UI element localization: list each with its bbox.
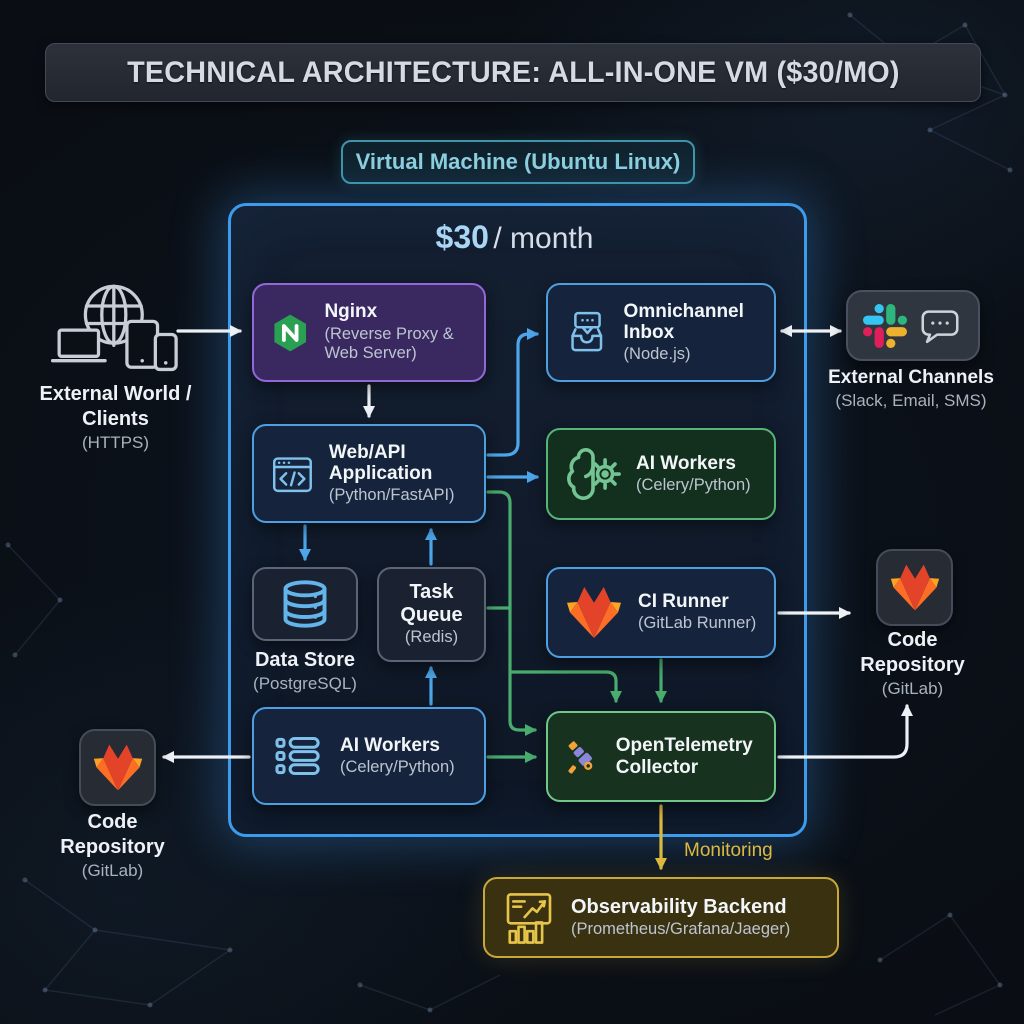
- label-title: External Channels: [828, 367, 994, 388]
- node-ai-workers-green: AI Workers (Celery/Python): [546, 428, 776, 520]
- node-webapi-application: Web/API Application (Python/FastAPI): [252, 424, 486, 523]
- slack-logo-icon: [863, 303, 907, 348]
- code-repo-right-box: [876, 549, 953, 626]
- label-subtitle: (Slack, Email, SMS): [835, 390, 987, 410]
- line-webapi-telemetry: [486, 490, 537, 736]
- label-title: Code Repository: [60, 811, 165, 858]
- code-repo-right-label: Code Repository (GitLab): [845, 628, 980, 699]
- chat-bubble-icon: [921, 309, 959, 343]
- node-title: OpenTelemetry Collector: [615, 735, 753, 778]
- node-nginx: Nginx (Reverse Proxy & Web Server): [252, 283, 486, 382]
- external-channels-label: External Channels (Slack, Email, SMS): [828, 366, 994, 411]
- price-suffix: / month: [493, 222, 594, 255]
- label-subtitle: (GitLab): [81, 861, 144, 880]
- code-repo-left-box: [79, 729, 156, 806]
- arrow-otel-to-repo-right: [777, 704, 913, 759]
- arrow-webapi-to-omnichannel: [486, 328, 539, 457]
- node-subtitle: (Celery/Python): [340, 757, 455, 776]
- node-ai-workers-blue: AI Workers (Celery/Python): [252, 707, 486, 805]
- gitlab-logo-icon: [890, 564, 939, 611]
- node-data-store: [252, 567, 358, 641]
- node-title: AI Workers: [636, 452, 736, 474]
- node-title: Observability Backend: [571, 895, 787, 918]
- nginx-logo-icon: [274, 314, 307, 351]
- gitlab-logo-icon: [93, 744, 142, 791]
- label-title: Code Repository: [860, 629, 965, 676]
- diagram-title-bar: TECHNICAL ARCHITECTURE: ALL-IN-ONE VM ($…: [45, 43, 981, 102]
- external-clients-label: External World / Clients (HTTPS): [28, 382, 203, 453]
- node-subtitle: (Redis): [404, 628, 459, 647]
- label-title: External World / Clients: [39, 383, 192, 430]
- node-title: AI Workers: [340, 734, 440, 756]
- node-ci-runner: CI Runner (GitLab Runner): [546, 567, 776, 658]
- node-subtitle: (Node.js): [623, 345, 691, 364]
- database-icon: [283, 580, 327, 628]
- data-store-label: Data Store (PostgreSQL): [237, 648, 373, 694]
- brain-gear-icon: [567, 448, 621, 500]
- node-subtitle: (Celery/Python): [636, 475, 751, 494]
- task-list-icon: [275, 736, 320, 776]
- line-telemetry-branch-top: [508, 670, 622, 703]
- diagram-title: TECHNICAL ARCHITECTURE: ALL-IN-ONE VM ($…: [126, 55, 900, 89]
- dashboard-chart-icon: [506, 892, 552, 944]
- label-subtitle: (PostgreSQL): [253, 674, 357, 693]
- node-task-queue: Task Queue (Redis): [377, 567, 486, 662]
- inbox-chat-icon: [571, 311, 603, 351]
- globe-devices-icon: [50, 284, 178, 372]
- vm-badge: Virtual Machine (Ubuntu Linux): [341, 140, 695, 184]
- node-subtitle: (GitLab Runner): [638, 614, 757, 633]
- node-observability-backend: Observability Backend (Prometheus/Grafan…: [483, 877, 839, 958]
- monitoring-label: Monitoring: [684, 840, 773, 861]
- price-value: $30: [435, 219, 489, 255]
- node-subtitle: (Prometheus/Grafana/Jaeger): [571, 919, 791, 938]
- vm-price: $30 / month: [228, 219, 801, 256]
- browser-code-icon: [272, 456, 312, 492]
- node-omnichannel-inbox: Omnichannel Inbox (Node.js): [546, 283, 776, 382]
- gitlab-logo-icon: [567, 587, 621, 638]
- node-subtitle: (Reverse Proxy & Web Server): [324, 324, 454, 363]
- node-title: CI Runner: [638, 591, 729, 613]
- node-title: Omnichannel Inbox: [623, 300, 744, 343]
- node-title: Nginx: [324, 301, 378, 323]
- node-subtitle: (Python/FastAPI): [328, 486, 455, 505]
- external-channels-box: [846, 290, 980, 361]
- label-subtitle: (GitLab): [881, 679, 944, 698]
- label-title: Data Store: [254, 649, 356, 671]
- vm-badge-label: Virtual Machine (Ubuntu Linux): [355, 149, 681, 174]
- code-repo-left-label: Code Repository (GitLab): [45, 810, 180, 881]
- label-subtitle: (HTTPS): [81, 433, 150, 452]
- node-title: Web/API Application: [328, 441, 433, 484]
- opentelemetry-telescope-icon: [568, 740, 593, 774]
- node-opentelemetry-collector: OpenTelemetry Collector: [546, 711, 776, 802]
- node-title: Task Queue: [400, 581, 463, 626]
